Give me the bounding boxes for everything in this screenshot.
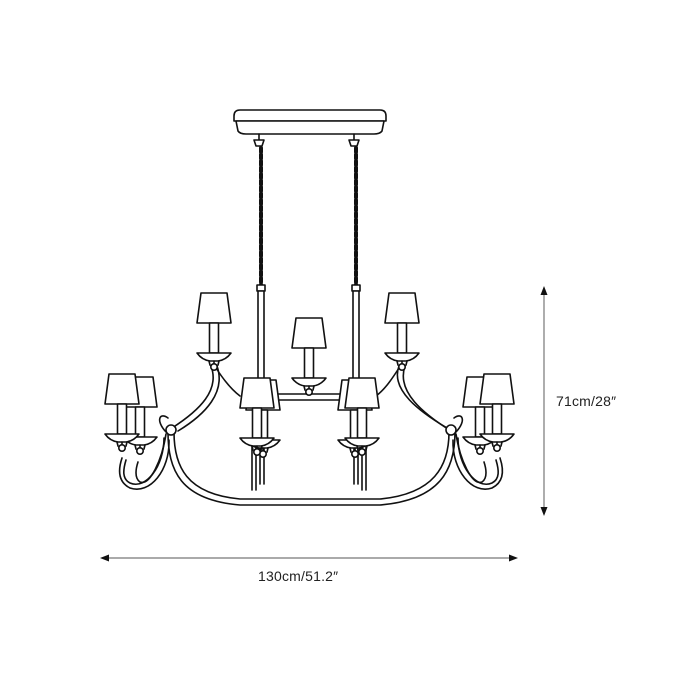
arrow-up-icon — [540, 286, 548, 295]
lamp-upper-left — [196, 292, 232, 372]
arrow-down-icon — [540, 507, 548, 516]
arrow-right-icon — [509, 554, 518, 562]
right-scroll-arms — [445, 415, 504, 490]
lamp-upper-right — [384, 292, 420, 372]
width-dimension-label: 130cm/51.2″ — [258, 568, 339, 584]
lamp-inner-left-front — [239, 377, 275, 457]
left-chain — [253, 133, 266, 292]
height-dimension-line — [540, 286, 548, 516]
lamp-outer-left-front — [104, 373, 140, 453]
inner-drops — [251, 445, 367, 491]
left-scroll-arms — [118, 415, 177, 490]
ceiling-canopy — [233, 109, 387, 135]
height-dimension-label: 71cm/28″ — [556, 393, 617, 409]
lamp-upper-center — [291, 317, 327, 397]
arrow-left-icon — [100, 554, 109, 562]
lower-frame-loop — [167, 431, 456, 506]
width-dimension-line — [100, 554, 518, 562]
right-chain — [348, 133, 361, 292]
